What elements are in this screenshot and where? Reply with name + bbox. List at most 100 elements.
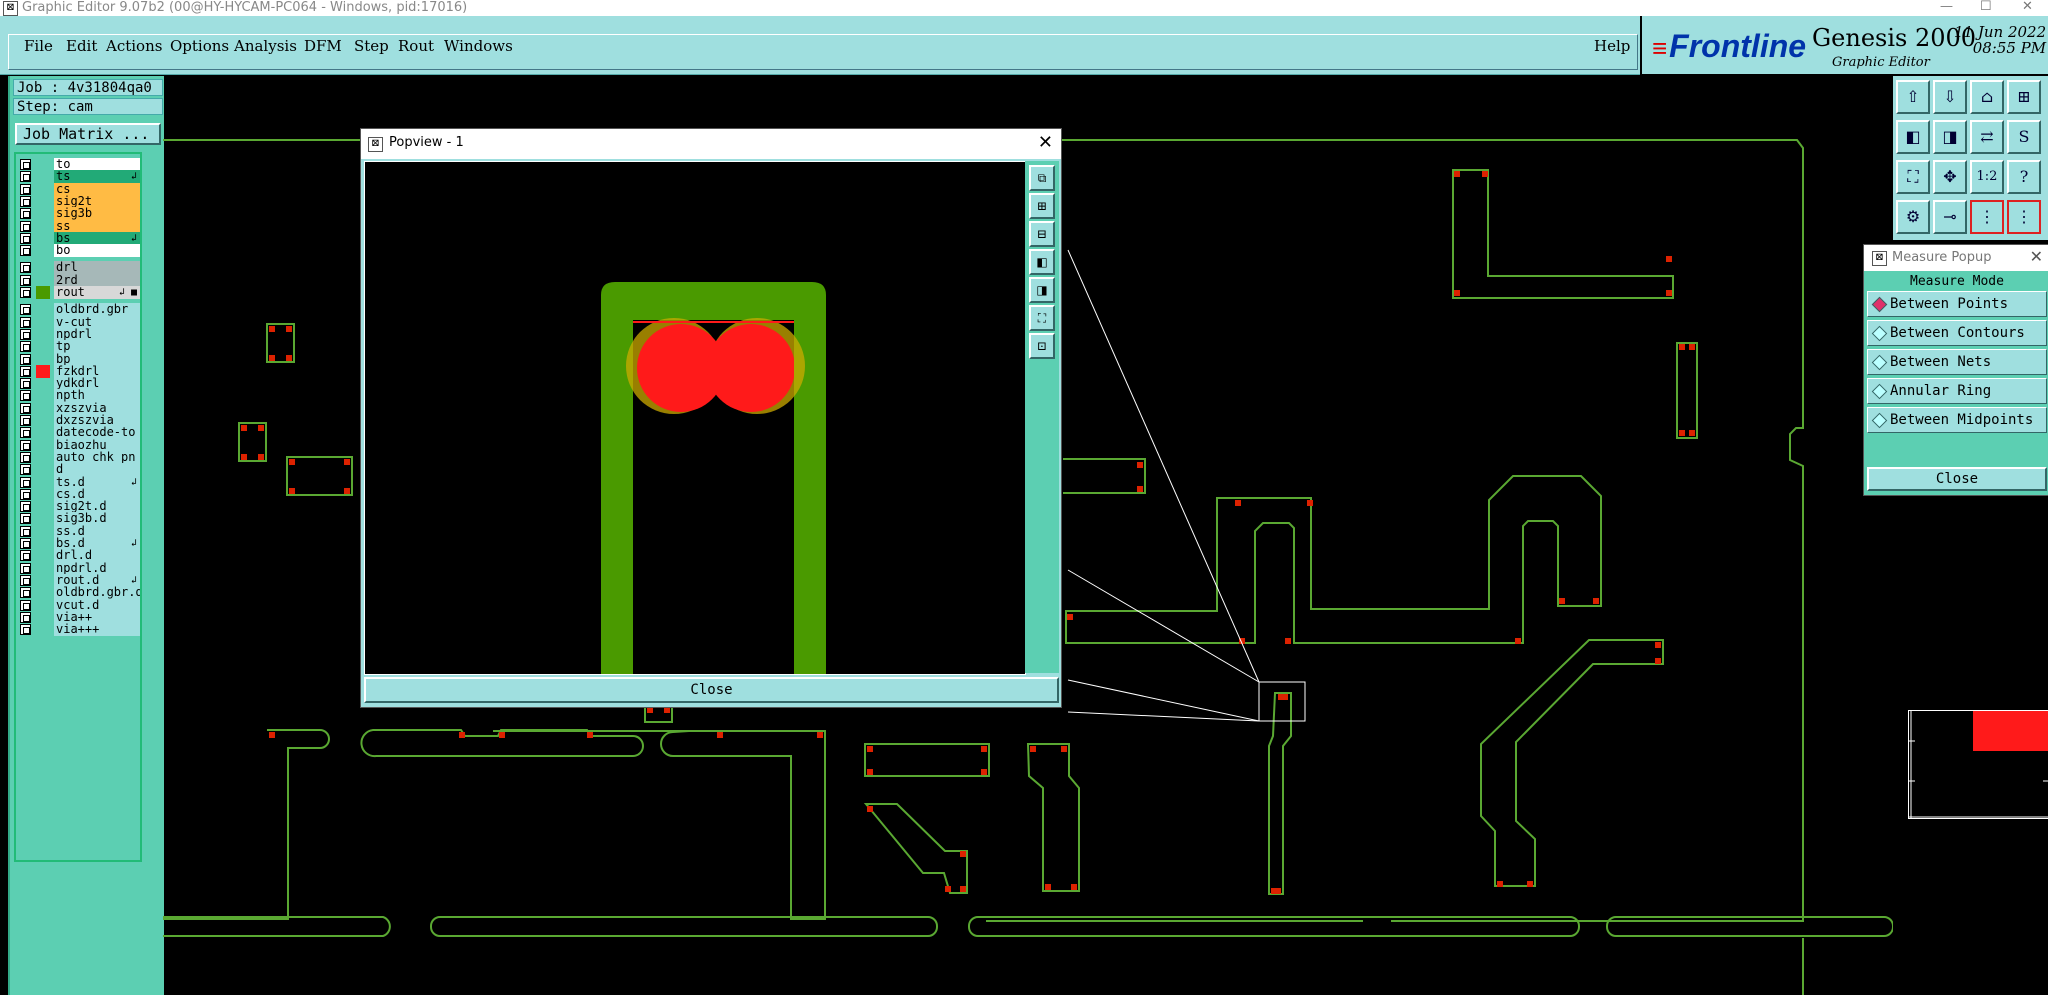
layer-checkbox[interactable]	[20, 402, 31, 414]
layer-checkbox[interactable]	[20, 353, 31, 365]
popview-close-icon[interactable]: ✕	[1037, 132, 1053, 153]
menu-analysis[interactable]: Analysis	[234, 37, 297, 55]
layer-checkbox[interactable]	[20, 415, 31, 426]
layer-row[interactable]: cs.d	[18, 487, 140, 502]
layer-row[interactable]: biaozhu	[18, 438, 140, 453]
snap-icon[interactable]: ⇄	[1970, 120, 2004, 154]
layer-row[interactable]: ts.d↲	[18, 475, 140, 490]
layer-row[interactable]: sig3b.d	[18, 512, 140, 526]
ratio-button[interactable]: 1:2	[1970, 160, 2004, 194]
mode-annular-ring[interactable]: Annular Ring	[1867, 378, 2047, 404]
layer-checkbox[interactable]	[20, 304, 31, 316]
layer-checkbox[interactable]	[20, 599, 31, 611]
pv-zoom-in-icon[interactable]: ⊞	[1029, 193, 1055, 219]
zoom-down-icon[interactable]: ⇩	[1933, 80, 1967, 114]
layer-row[interactable]: auto_chk_pn	[18, 450, 140, 465]
layer-checkbox[interactable]	[20, 245, 31, 257]
layer-row[interactable]: rout.d↲	[18, 573, 140, 588]
layer-row[interactable]: npdrl	[18, 327, 140, 342]
layer-row[interactable]: sig3b	[18, 207, 140, 221]
mode-between-nets[interactable]: Between Nets	[1867, 349, 2047, 375]
layer-checkbox[interactable]	[20, 378, 31, 390]
layer-checkbox[interactable]	[20, 287, 31, 298]
layer-row[interactable]: bp	[18, 352, 140, 367]
layer-checkbox[interactable]	[20, 587, 31, 599]
center-icon[interactable]: ✥	[1933, 160, 1967, 194]
zoom-home-up-icon[interactable]: ⇧	[1896, 80, 1930, 114]
menu-step[interactable]: Step	[354, 37, 389, 55]
mode-between-contours[interactable]: Between Contours	[1867, 320, 2047, 346]
layer-row[interactable]: oldbrd.gbr	[18, 303, 140, 317]
layer-row[interactable]: bo	[18, 244, 140, 258]
layer-row[interactable]: dxzszvia	[18, 414, 140, 428]
menu-dfm[interactable]: DFM	[304, 37, 342, 55]
pv-pan-right-icon[interactable]: ◨	[1029, 277, 1055, 303]
menu-edit[interactable]: Edit	[66, 37, 98, 55]
layer-row[interactable]: via+++	[18, 623, 140, 637]
layer-row[interactable]: v-cut	[18, 315, 140, 330]
popview-viewport[interactable]	[364, 161, 1026, 675]
layer-row[interactable]: xzszvia	[18, 401, 140, 416]
layer-row[interactable]: vcut.d	[18, 598, 140, 613]
net-icon[interactable]: ⋮	[1970, 200, 2004, 234]
layer-checkbox[interactable]	[20, 274, 31, 286]
layer-checkbox[interactable]	[20, 208, 31, 220]
layer-checkbox[interactable]	[20, 328, 31, 340]
layer-net-icon[interactable]: ⋮	[2007, 200, 2041, 234]
layer-row[interactable]: npth	[18, 389, 140, 403]
job-matrix-button[interactable]: Job Matrix ...	[15, 123, 161, 145]
layer-checkbox[interactable]	[20, 427, 31, 439]
fit-screen-icon[interactable]: ⛶	[1896, 160, 1930, 194]
menu-rout[interactable]: Rout	[398, 37, 435, 55]
pv-zoom-window-icon[interactable]: ⧉	[1029, 165, 1055, 191]
layer-row[interactable]: ss	[18, 219, 140, 234]
layer-checkbox[interactable]	[20, 171, 31, 183]
layer-checkbox[interactable]	[20, 262, 31, 274]
menu-options[interactable]: Options	[170, 37, 230, 55]
mode-between-points[interactable]: Between Points	[1867, 291, 2047, 317]
layer-row[interactable]: cs	[18, 182, 140, 197]
layer-row[interactable]: bs↲	[18, 231, 140, 246]
layer-row[interactable]: datecode-to	[18, 426, 140, 440]
layer-row[interactable]: drl	[18, 261, 140, 275]
layer-checkbox[interactable]	[20, 624, 31, 636]
menu-help[interactable]: Help	[1594, 37, 1631, 55]
menu-actions[interactable]: Actions	[106, 37, 163, 55]
layer-row[interactable]: bs.d↲	[18, 537, 140, 551]
layer-checkbox[interactable]	[20, 611, 31, 623]
probe-icon[interactable]: ⊸	[1933, 200, 1967, 234]
layer-checkbox[interactable]	[20, 183, 31, 195]
layer-checkbox[interactable]	[20, 476, 31, 488]
grid-view-icon[interactable]: ⊞	[2007, 80, 2041, 114]
layer-checkbox[interactable]	[20, 501, 31, 513]
layer-row[interactable]: via++	[18, 610, 140, 625]
layer-row[interactable]: rout↲ ■	[18, 286, 140, 300]
layer-row[interactable]: to	[18, 158, 140, 172]
layer-checkbox[interactable]	[20, 550, 31, 562]
menu-windows[interactable]: Windows	[444, 37, 513, 55]
layer-row[interactable]: fzkdrl	[18, 364, 140, 379]
layer-row[interactable]: sig2t.d	[18, 500, 140, 514]
layer-checkbox[interactable]	[20, 232, 31, 244]
layer-checkbox[interactable]	[20, 390, 31, 402]
measure-tool-icon[interactable]: ⚙	[1896, 200, 1930, 234]
layer-checkbox[interactable]	[20, 341, 31, 353]
layer-checkbox[interactable]	[20, 513, 31, 525]
measure-close-icon[interactable]: ✕	[2029, 247, 2043, 266]
maximize-button[interactable]: ☐	[1980, 0, 1992, 14]
sort-icon[interactable]: S	[2007, 120, 2041, 154]
layer-checkbox[interactable]	[20, 488, 31, 500]
layer-checkbox[interactable]	[20, 220, 31, 232]
pv-center-icon[interactable]: ⊡	[1029, 333, 1055, 359]
pv-fit-icon[interactable]: ⛶	[1029, 305, 1055, 331]
help-icon[interactable]: ?	[2007, 160, 2041, 194]
layer-row[interactable]: npdrl.d	[18, 561, 140, 576]
layer-checkbox[interactable]	[20, 159, 31, 170]
layer-checkbox[interactable]	[20, 464, 31, 476]
layer-row[interactable]: ydkdrl	[18, 377, 140, 391]
pv-zoom-out-icon[interactable]: ⊟	[1029, 221, 1055, 247]
layer-checkbox[interactable]	[20, 316, 31, 328]
minimize-button[interactable]: —	[1940, 0, 1953, 14]
popview-close-button[interactable]: Close	[364, 677, 1059, 703]
layer-checkbox[interactable]	[20, 451, 31, 463]
